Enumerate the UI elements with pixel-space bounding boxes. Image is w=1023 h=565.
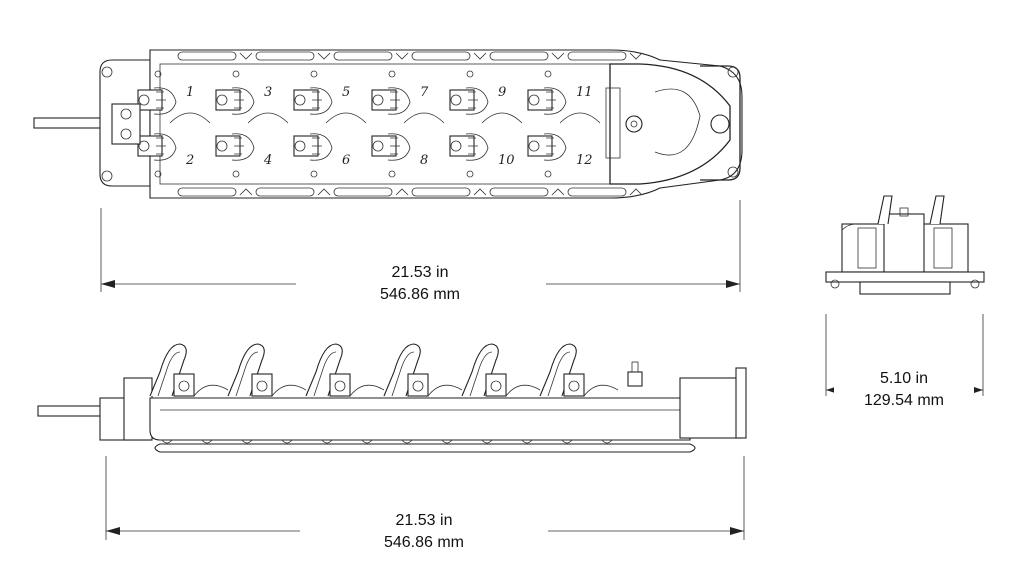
side-terminal <box>149 343 229 397</box>
end-width-mm: 129.54 mm <box>863 392 945 409</box>
side-view <box>37 343 747 453</box>
terminal <box>293 70 333 115</box>
terminal-label: 2 <box>185 153 194 168</box>
terminal <box>371 70 411 115</box>
terminal-label: 1 <box>186 85 194 100</box>
terminal-label: 3 <box>264 85 272 100</box>
terminal <box>527 133 567 178</box>
terminal <box>371 133 411 178</box>
side-terminal <box>461 343 541 397</box>
terminal <box>293 133 333 178</box>
top-length-label: 21.53 in 546.86 mm <box>350 262 490 306</box>
terminal <box>449 133 489 178</box>
side-terminal <box>305 343 385 397</box>
terminal-label: 6 <box>342 153 350 168</box>
terminal <box>527 70 567 115</box>
terminal <box>137 133 177 178</box>
top-length-mm: 546.86 mm <box>379 286 461 303</box>
top-length-inches: 21.53 in <box>391 264 449 281</box>
terminal-label: 7 <box>420 85 429 100</box>
side-terminal <box>227 343 307 397</box>
terminal-label: 12 <box>576 153 593 168</box>
side-length-mm: 546.86 mm <box>383 534 465 551</box>
side-length-inches: 21.53 in <box>395 512 453 529</box>
end-width-label: 5.10 in 129.54 mm <box>834 368 974 412</box>
terminal <box>449 70 489 115</box>
terminal-label: 11 <box>576 85 593 100</box>
end-width-inches: 5.10 in <box>879 370 929 387</box>
side-terminal <box>383 343 463 397</box>
terminal <box>137 70 177 115</box>
side-length-label: 21.53 in 546.86 mm <box>354 510 494 554</box>
terminal <box>215 133 255 178</box>
end-view <box>825 195 985 295</box>
terminal-label: 4 <box>263 153 272 168</box>
terminal-label: 9 <box>498 85 506 100</box>
terminal-label: 10 <box>498 153 515 168</box>
side-terminal <box>539 343 619 397</box>
terminal-label: 5 <box>342 85 350 100</box>
terminal-label: 8 <box>420 153 428 168</box>
side-dimension <box>105 456 745 540</box>
terminal <box>215 70 255 115</box>
top-dimension <box>100 200 741 292</box>
